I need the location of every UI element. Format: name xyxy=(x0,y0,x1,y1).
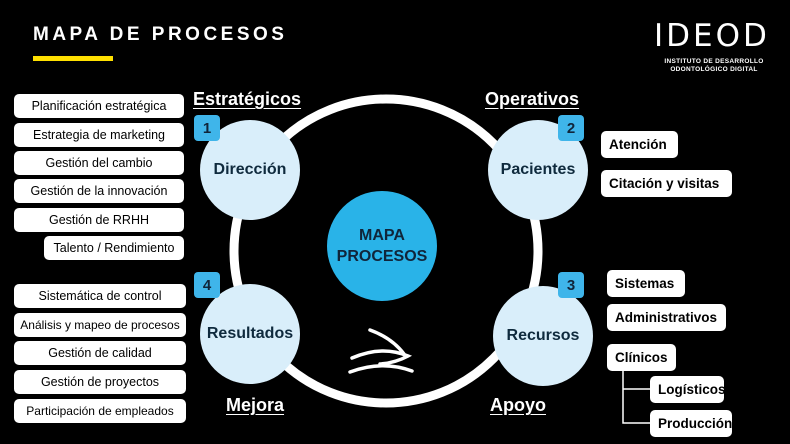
badge-3: 3 xyxy=(558,272,584,298)
list-sub-item-apoyo: Producción xyxy=(650,410,732,437)
heading-mejora: Mejora xyxy=(226,395,285,415)
heading-operativos: Operativos xyxy=(485,89,580,109)
list-item-mejora: Gestión de proyectos xyxy=(14,370,186,394)
heading-apoyo: Apoyo xyxy=(490,395,546,415)
list-sub-item-apoyo: Logísticos xyxy=(650,376,726,403)
list-item-estrategicos: Estrategia de marketing xyxy=(14,123,184,147)
list-item-estrategicos: Gestión de la innovación xyxy=(14,179,184,203)
process-ring xyxy=(229,94,543,408)
list-item-mejora: Participación de empleados xyxy=(14,399,186,423)
list-item-mejora: Sistemática de control xyxy=(14,284,186,308)
list-item-estrategicos: Gestión de RRHH xyxy=(14,208,184,232)
tree-connector-icon xyxy=(622,369,650,424)
list-item-apoyo: Clínicos xyxy=(607,344,676,371)
page-title: MAPA DE PROCESOS xyxy=(33,24,288,45)
node-recursos: Recursos xyxy=(493,286,593,386)
list-item-mejora: Gestión de calidad xyxy=(14,341,186,365)
list-item-operativos: Atención xyxy=(601,131,678,158)
wave-logo-icon xyxy=(348,328,414,374)
list-item-estrategicos: Talento / Rendimiento xyxy=(44,236,184,260)
badge-4: 4 xyxy=(194,272,220,298)
brand-subtitle-line2: ODONTOLÓGICO DIGITAL xyxy=(670,66,758,73)
center-node: MAPA PROCESOS xyxy=(327,191,437,301)
badge-1: 1 xyxy=(194,115,220,141)
brand-subtitle-line1: INSTITUTO DE DESARROLLO xyxy=(664,58,764,65)
list-item-mejora: Análisis y mapeo de procesos xyxy=(14,313,186,337)
center-line1: MAPA xyxy=(359,227,405,244)
brand-subtitle: INSTITUTO DE DESARROLLO ODONTOLÓGICO DIG… xyxy=(648,58,780,74)
node-resultados: Resultados xyxy=(200,284,300,384)
heading-estrategicos: Estratégicos xyxy=(193,89,302,109)
list-item-apoyo: Sistemas xyxy=(607,270,685,297)
list-item-operativos: Citación y visitas xyxy=(601,170,732,197)
center-line2: PROCESOS xyxy=(336,248,428,265)
badge-2: 2 xyxy=(558,115,584,141)
list-item-apoyo: Administrativos xyxy=(607,304,726,331)
list-item-estrategicos: Gestión del cambio xyxy=(14,151,184,175)
list-item-estrategicos: Planificación estratégica xyxy=(14,94,184,118)
title-underline xyxy=(33,56,113,61)
brand-logo: IDEOD xyxy=(654,18,770,54)
